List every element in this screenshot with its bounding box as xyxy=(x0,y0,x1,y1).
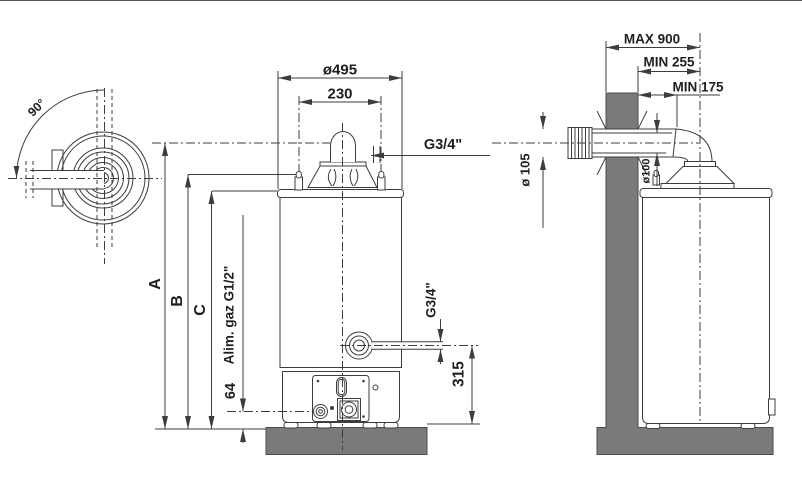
side-connection-height-label: 315 xyxy=(450,361,468,387)
flue-pipe-horizontal xyxy=(30,170,104,189)
tank-lid-side xyxy=(639,188,773,198)
top-border-line xyxy=(0,0,802,1)
top-view-drawing xyxy=(8,88,162,264)
gas-height-label: 64 xyxy=(222,382,239,400)
foot xyxy=(362,422,378,429)
gas-supply-label: Alim. gaz G1/2" xyxy=(221,265,237,365)
foot xyxy=(283,422,299,429)
tank-lid xyxy=(277,189,404,198)
foot xyxy=(645,423,661,429)
flue-outer-diameter-label: ø 105 xyxy=(517,153,533,187)
diameter-label: ø495 xyxy=(322,61,358,79)
max-depth-label: MAX 900 xyxy=(623,31,681,47)
floor-slab-front xyxy=(265,427,428,455)
side-connection-label: G3/4" xyxy=(423,282,439,318)
min-clearance-label: MIN 175 xyxy=(672,79,724,95)
arc-arrowhead xyxy=(13,166,20,178)
side-connection-pipe xyxy=(372,341,443,350)
flue-elbow xyxy=(672,128,713,163)
flue-inner-diameter-label: ø100 xyxy=(640,158,653,184)
rotation-arc xyxy=(16,89,105,179)
foot xyxy=(383,422,399,429)
height-a-label: A xyxy=(147,278,164,290)
top-connection-label: G3/4" xyxy=(423,136,463,153)
foot xyxy=(316,422,332,429)
water-stub-right xyxy=(377,176,386,191)
water-stub-left xyxy=(294,176,303,191)
tank-body xyxy=(279,197,402,368)
foot xyxy=(740,423,756,429)
side-view-drawing xyxy=(492,33,776,455)
front-view-drawing xyxy=(152,71,490,455)
flue-offset-label: 230 xyxy=(327,85,353,103)
pilot-window xyxy=(372,384,379,391)
height-b-label: B xyxy=(169,295,186,307)
height-c-label: C xyxy=(192,304,209,316)
flue-pipe-alternate-dashed xyxy=(96,89,113,247)
tank-body-side xyxy=(642,197,770,424)
side-tab xyxy=(768,398,776,416)
min-depth-label: MIN 255 xyxy=(643,54,695,70)
